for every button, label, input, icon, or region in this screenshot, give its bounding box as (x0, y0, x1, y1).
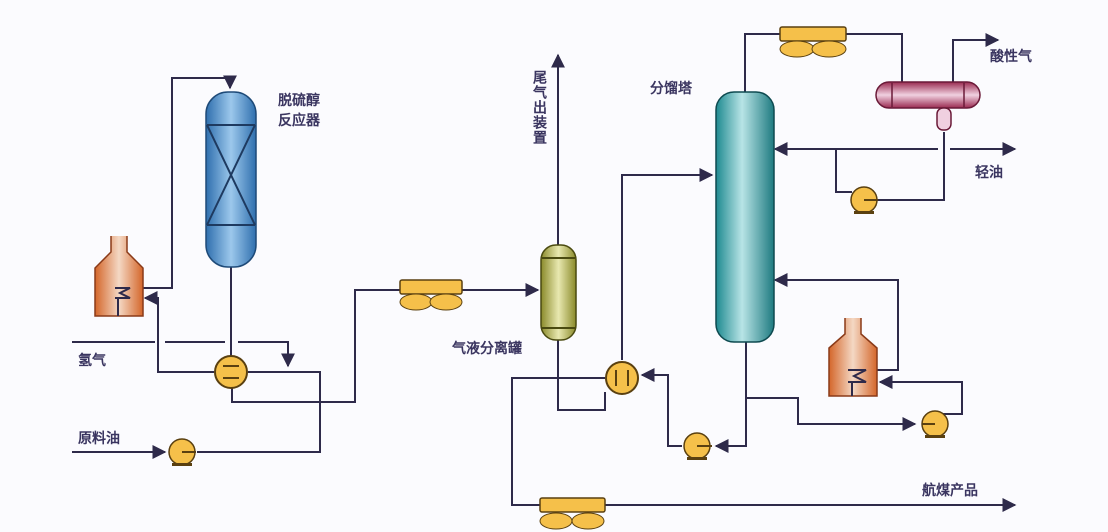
pipe-drum-to-pump (870, 132, 945, 201)
pump-bottom[interactable] (683, 432, 712, 460)
label-light-oil: 轻油 (975, 165, 1003, 181)
pipe-acid-gas (952, 33, 1000, 82)
pump-reflux[interactable] (850, 186, 878, 214)
air-cooler-2[interactable] (779, 26, 847, 58)
heat-exchanger-2[interactable] (605, 361, 639, 395)
pipe-column-bottom (714, 340, 747, 453)
pipe-exchanger-to-column (621, 168, 714, 360)
pipe-hydrogen (72, 341, 288, 366)
air-cooler-1[interactable] (399, 279, 463, 311)
pipes (72, 33, 1015, 512)
pipe-exchanger-to-cooler (231, 289, 400, 403)
pipe-column-overhead (744, 33, 780, 98)
label-hydrogen: 氢气 (78, 353, 106, 369)
pipe-feed-pump-out (197, 430, 321, 453)
reboiler-furnace[interactable] (828, 318, 878, 397)
reactor[interactable] (205, 91, 257, 268)
pipe-cooler-to-drum (846, 33, 903, 82)
pipe-separator-to-exchanger (557, 338, 606, 411)
heating-furnace-1[interactable] (94, 236, 144, 317)
label-reactor-line2: 反应器 (278, 113, 320, 129)
label-separator: 气液分离罐 (452, 341, 522, 357)
pump-feed[interactable] (168, 438, 196, 466)
label-reactor-line1: 脱硫醇 (278, 93, 320, 109)
label-fractionator: 分馏塔 (650, 81, 692, 97)
air-cooler-3[interactable] (539, 497, 606, 530)
pipe-column-to-reboiler-pump (746, 397, 917, 431)
label-acid-gas: 酸性气 (990, 49, 1032, 65)
heat-exchanger-1[interactable] (214, 355, 248, 389)
pipe-reboiler-return (773, 273, 899, 371)
pipe-furnace-to-reactor (130, 75, 237, 289)
pipe-bottom-pump-to-exchanger (640, 368, 682, 447)
gas-liquid-separator[interactable] (540, 244, 577, 341)
pump-reboiler[interactable] (921, 410, 949, 438)
label-jet-fuel: 航煤产品 (922, 483, 978, 499)
pipe-exchanger-right (248, 371, 321, 435)
pipe-reboiler-pump-out (878, 375, 963, 415)
label-tail-gas: 尾气出装置 (531, 70, 547, 145)
pipe-exchanger-to-jetfuel (511, 377, 605, 506)
fractionation-column[interactable] (715, 91, 775, 343)
pipe-exchanger-to-furnace (143, 291, 214, 373)
reflux-drum[interactable] (875, 81, 981, 131)
pipe-pump-to-column (773, 142, 852, 193)
label-feed-oil: 原料油 (78, 431, 120, 447)
